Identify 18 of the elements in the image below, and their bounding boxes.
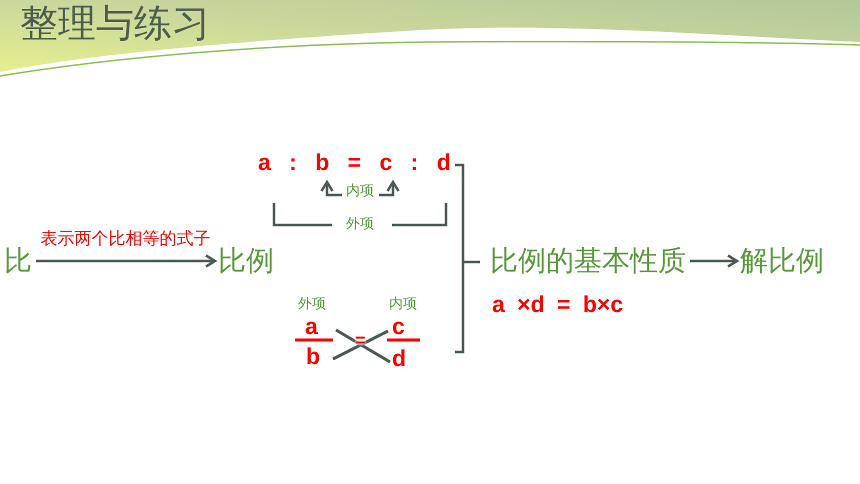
- arrow: [690, 254, 738, 268]
- product-equation: a ×d = b×c: [492, 293, 624, 316]
- concept-label: 比例的基本性质: [490, 247, 686, 275]
- concept-label: 比: [4, 247, 32, 275]
- arrow: [36, 254, 216, 268]
- denominator: d: [392, 347, 406, 370]
- inner-terms-label: 内项: [346, 184, 374, 198]
- inner-terms-label: 内项: [389, 297, 417, 311]
- numerator: c: [392, 315, 405, 338]
- denominator: b: [306, 345, 320, 368]
- outer-terms-label: 外项: [298, 297, 326, 311]
- outer-terms-label: 外项: [346, 217, 374, 231]
- concept-label: 解比例: [740, 247, 824, 275]
- edge-label: 表示两个比相等的式子: [40, 231, 210, 248]
- proportion-expression: a : b = c : d: [258, 151, 451, 174]
- slide-title: 整理与练习: [20, 4, 210, 42]
- concept-label: 比例: [218, 247, 274, 275]
- numerator: a: [305, 315, 318, 338]
